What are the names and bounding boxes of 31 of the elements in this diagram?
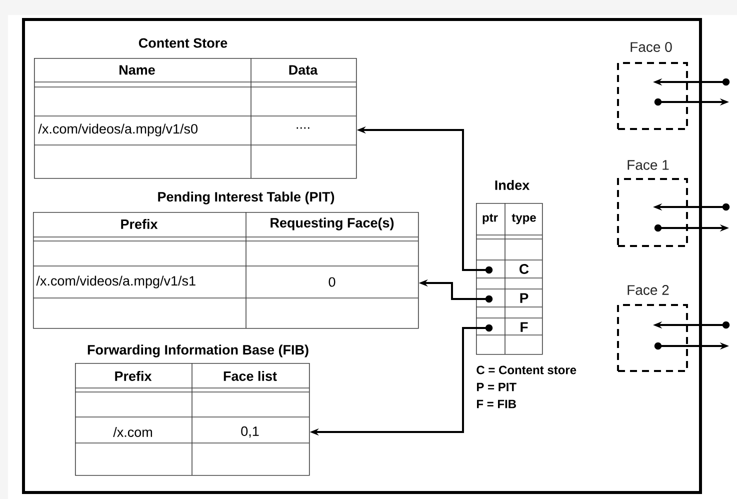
face-box: Face 0 [617, 42, 688, 130]
node-label: Pending Interest Table (PIT) [158, 192, 334, 204]
node-label: Face 1 [628, 160, 669, 170]
column-header: Prefix [115, 371, 152, 381]
face-box: Face 2 [617, 285, 688, 372]
column-header: ptr [482, 214, 498, 224]
face-box: Face 1 [617, 160, 688, 247]
column-header: Requesting Face(s) [270, 218, 394, 230]
column-header: Prefix [121, 219, 158, 229]
column-header: Data [289, 65, 318, 75]
column-header: Face list [224, 371, 277, 381]
column-header: Name [120, 65, 155, 75]
router-frame [22, 18, 702, 494]
cell-text: P [520, 293, 528, 303]
node-label: Content Store [138, 38, 228, 48]
node-label: Index [495, 180, 530, 190]
cell-text: F [520, 322, 528, 332]
node-label: Face 2 [628, 285, 669, 295]
cell-text: /x.com/videos/a.mpg/v1/s0 [38, 124, 198, 136]
cell-text: /x.com/videos/a.mpg/v1/s1 [36, 276, 196, 288]
cell-text: 0 [328, 277, 336, 287]
cell-text: 0,1 [241, 426, 259, 438]
cell-text: .... [296, 127, 310, 129]
key-text: C = Content store [476, 366, 576, 374]
node-label: Face 0 [630, 42, 672, 52]
cell-text: C [520, 264, 529, 274]
column-header: type [512, 214, 536, 224]
key-text: P = PIT [477, 382, 516, 392]
node-label: Forwarding Information Base (FIB) [88, 344, 308, 358]
key-text: F = FIB [477, 400, 516, 408]
cell-text: /x.com [113, 427, 152, 437]
